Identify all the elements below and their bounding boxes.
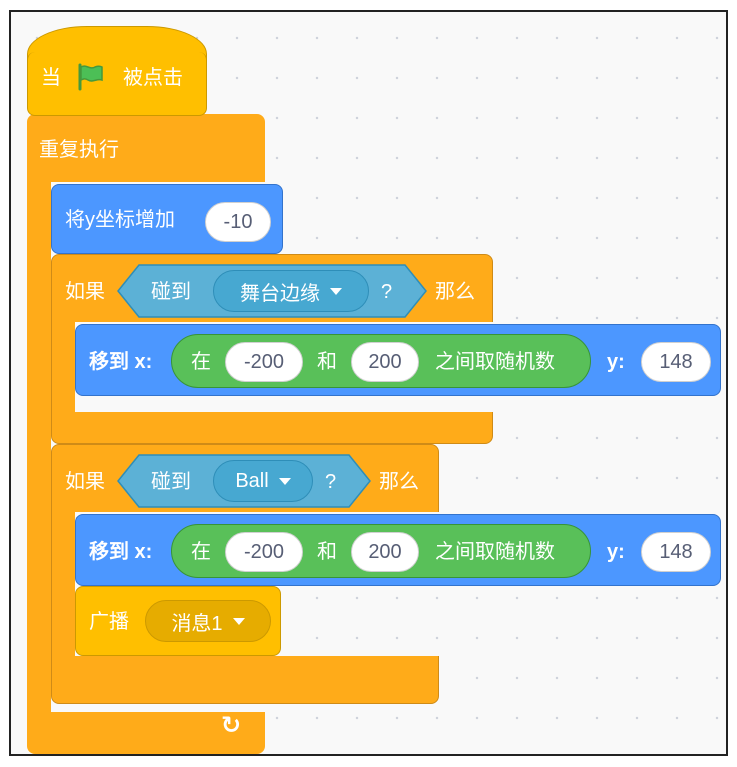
change-y-input[interactable]: -10 xyxy=(205,202,271,242)
random-1-at: 在 xyxy=(191,351,211,373)
goto-1-y-label: y: xyxy=(607,351,625,373)
random-1-and: 和 xyxy=(317,351,337,373)
if-1-label: 如果 xyxy=(65,281,105,303)
touching-1-label: 碰到 xyxy=(151,281,191,303)
if-2-label: 如果 xyxy=(65,471,105,493)
random-1-between: 之间取随机数 xyxy=(435,351,555,373)
if-2-then-label: 那么 xyxy=(379,471,419,493)
loop-arrow-icon: ↻ xyxy=(221,712,242,739)
random-2-between: 之间取随机数 xyxy=(435,541,555,563)
touching-2-option: Ball xyxy=(235,469,269,492)
goto-2-y-label: y: xyxy=(607,541,625,563)
code-area[interactable]: 重复执行 ↻ 当 被点击 将y坐标增加 -10 如果 那么 碰到 舞台边缘 ? … xyxy=(9,10,728,756)
forever-label: 重复执行 xyxy=(39,139,119,161)
hat-body xyxy=(27,52,207,116)
touching-1-question: ? xyxy=(381,281,393,303)
hat-when-label: 当 xyxy=(41,67,61,89)
chevron-down-icon xyxy=(330,287,342,295)
random-1-to-input[interactable]: 200 xyxy=(351,342,419,382)
broadcast-label: 广播 xyxy=(89,611,129,633)
chevron-down-icon xyxy=(232,617,245,625)
touching-1-dropdown[interactable]: 舞台边缘 xyxy=(213,270,369,312)
touching-2-label: 碰到 xyxy=(151,471,191,493)
random-2-to-input[interactable]: 200 xyxy=(351,532,419,572)
goto-2-y-input[interactable]: 148 xyxy=(641,532,711,572)
random-1-from-input[interactable]: -200 xyxy=(225,342,303,382)
touching-2-dropdown[interactable]: Ball xyxy=(213,460,313,502)
broadcast-message: 消息1 xyxy=(171,612,223,635)
random-2-at: 在 xyxy=(191,541,211,563)
if-1-then-label: 那么 xyxy=(435,281,475,303)
goto-2-label: 移到 x: xyxy=(89,541,153,563)
broadcast-message-dropdown[interactable]: 消息1 xyxy=(145,600,271,642)
green-flag-icon xyxy=(75,62,105,97)
random-2-and: 和 xyxy=(317,541,337,563)
goto-1-label: 移到 x: xyxy=(89,351,153,373)
hat-clicked-label: 被点击 xyxy=(123,67,183,89)
random-2-from-input[interactable]: -200 xyxy=(225,532,303,572)
touching-1-option: 舞台边缘 xyxy=(240,282,320,305)
chevron-down-icon xyxy=(278,477,291,485)
goto-1-y-input[interactable]: 148 xyxy=(641,342,711,382)
touching-2-question: ? xyxy=(325,471,337,493)
change-y-label: 将y坐标增加 xyxy=(65,209,175,231)
